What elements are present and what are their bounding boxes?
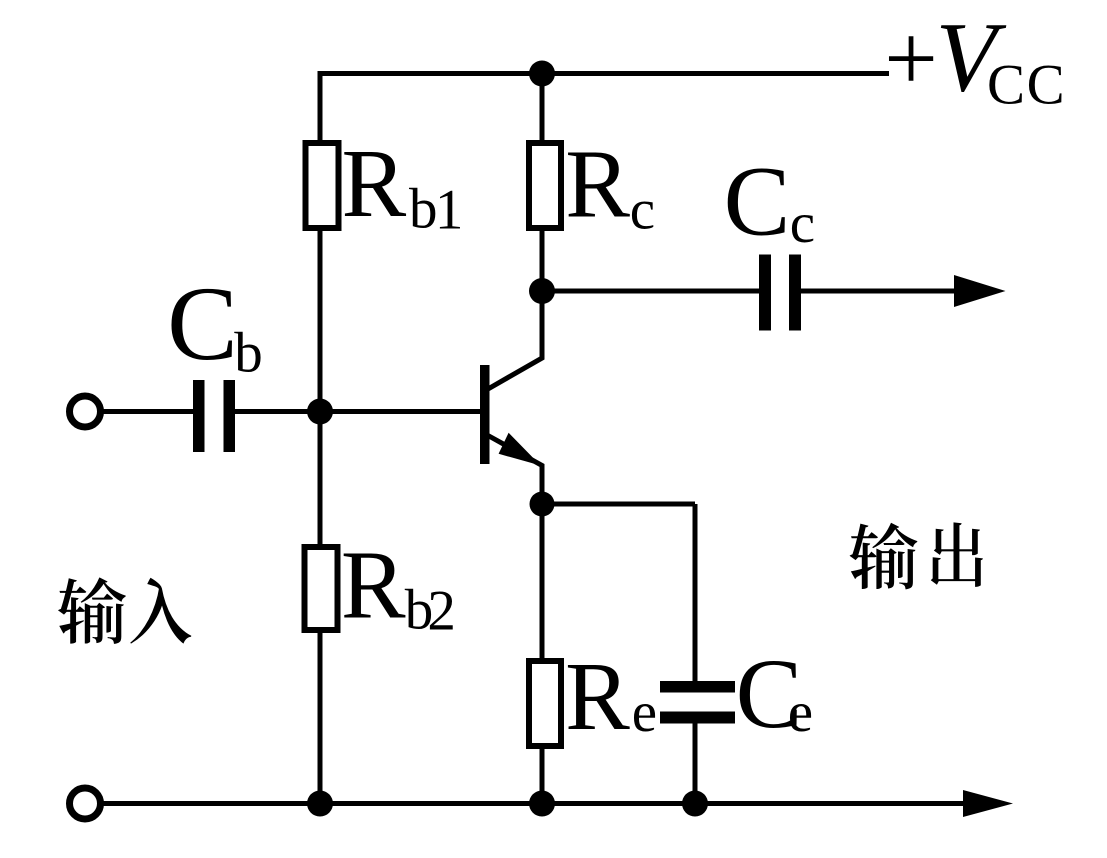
svg-text:C: C: [987, 54, 1025, 117]
svg-text:C: C: [1027, 54, 1065, 117]
svg-text:R: R: [565, 131, 630, 238]
svg-text:+: +: [884, 5, 938, 111]
svg-text:C: C: [736, 638, 803, 749]
svg-text:2: 2: [427, 580, 456, 643]
svg-text:e: e: [788, 681, 813, 744]
svg-text:b: b: [405, 579, 434, 642]
svg-text:c: c: [630, 179, 655, 242]
svg-text:c: c: [790, 192, 815, 255]
svg-text:b: b: [409, 178, 438, 241]
svg-text:V: V: [936, 2, 1007, 113]
svg-text:e: e: [632, 681, 657, 744]
svg-text:R: R: [341, 532, 406, 639]
svg-text:R: R: [342, 130, 407, 237]
svg-text:C: C: [724, 146, 791, 257]
svg-text:1: 1: [435, 179, 464, 242]
svg-text:R: R: [565, 643, 630, 750]
svg-text:b: b: [234, 322, 263, 385]
svg-text:C: C: [167, 265, 238, 382]
